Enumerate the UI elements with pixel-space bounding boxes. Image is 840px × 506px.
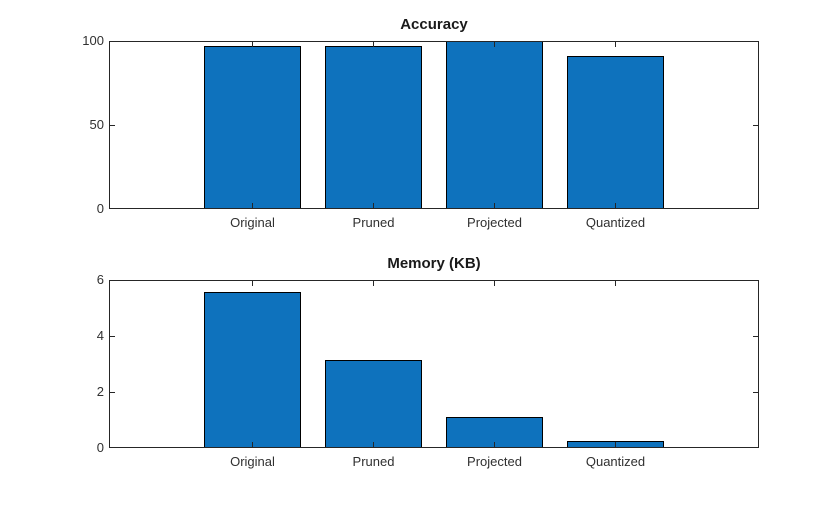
bar-original xyxy=(204,46,301,209)
chart-title-accuracy: Accuracy xyxy=(400,16,468,33)
x-tick-top xyxy=(373,280,374,286)
bar-quantized xyxy=(567,56,664,209)
bar-original xyxy=(204,292,301,448)
x-tick-bottom xyxy=(373,442,374,448)
x-tick-label-quantized: Quantized xyxy=(585,454,646,469)
x-tick-top xyxy=(615,280,616,286)
y-tick-label: 2 xyxy=(96,384,104,399)
x-tick-label-pruned: Pruned xyxy=(352,454,395,469)
x-tick-bottom xyxy=(252,442,253,448)
x-tick-bottom xyxy=(494,442,495,448)
y-tick-left xyxy=(109,208,115,209)
x-tick-bottom xyxy=(494,203,495,209)
x-tick-bottom xyxy=(373,203,374,209)
y-tick-left xyxy=(109,447,115,448)
y-tick-right xyxy=(753,447,759,448)
x-tick-top xyxy=(494,41,495,47)
y-tick-right xyxy=(753,280,759,281)
x-tick-label-original: Original xyxy=(230,454,275,469)
bar-pruned xyxy=(325,46,422,209)
y-tick-left xyxy=(109,41,115,42)
y-tick-left xyxy=(109,335,115,337)
x-tick-bottom xyxy=(615,442,616,448)
y-tick-right xyxy=(753,124,759,126)
y-tick-label: 0 xyxy=(96,440,104,455)
y-tick-label: 0 xyxy=(96,201,104,216)
x-tick-bottom xyxy=(615,203,616,209)
x-tick-label-quantized: Quantized xyxy=(585,215,646,230)
bar-projected xyxy=(446,41,543,209)
y-tick-label: 50 xyxy=(89,117,104,132)
y-tick-left xyxy=(109,124,115,126)
x-tick-label-projected: Projected xyxy=(467,454,522,469)
x-tick-label-projected: Projected xyxy=(467,215,522,230)
y-tick-right xyxy=(753,41,759,42)
x-tick-bottom xyxy=(252,203,253,209)
y-tick-label: 100 xyxy=(82,33,104,48)
y-tick-label: 4 xyxy=(96,328,104,343)
y-tick-left xyxy=(109,391,115,393)
plot-area-memory xyxy=(109,280,759,448)
x-tick-top xyxy=(252,41,253,47)
bar-pruned xyxy=(325,360,422,448)
x-tick-top xyxy=(373,41,374,47)
y-tick-right xyxy=(753,391,759,393)
chart-title-memory: Memory (KB) xyxy=(387,255,481,272)
x-tick-label-pruned: Pruned xyxy=(352,215,395,230)
y-tick-right xyxy=(753,208,759,209)
x-tick-top xyxy=(494,280,495,286)
y-tick-label: 6 xyxy=(96,272,104,287)
y-tick-left xyxy=(109,280,115,281)
x-tick-top xyxy=(252,280,253,286)
y-tick-right xyxy=(753,335,759,337)
x-tick-label-original: Original xyxy=(230,215,275,230)
x-tick-top xyxy=(615,41,616,47)
